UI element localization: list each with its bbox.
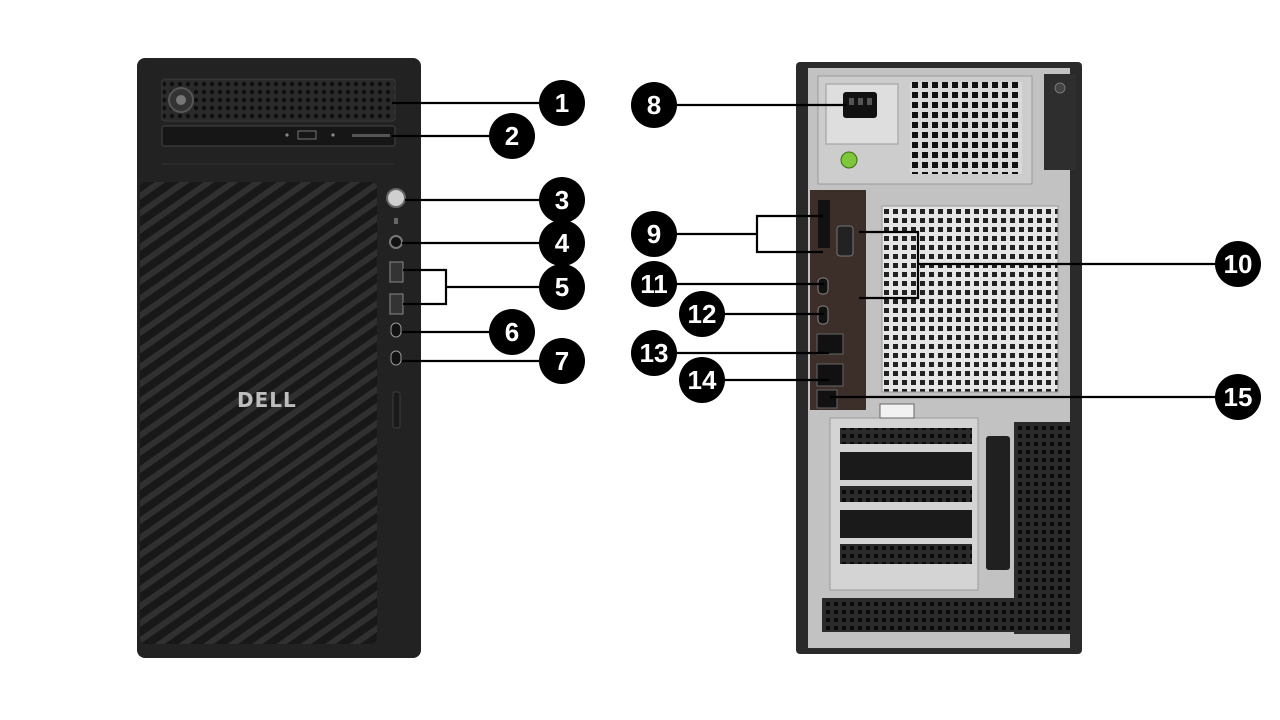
usb-c-port-icon [817,277,829,295]
displayport-icon [818,200,830,248]
front-grille [140,182,377,644]
callout-14: 14 [679,357,725,403]
svg-text:7: 7 [555,346,569,376]
gpu-bracket [840,510,972,538]
svg-text:2: 2 [505,121,519,151]
usb-a-port-icon [389,261,404,283]
bottom-vent [822,598,1014,632]
gpu-bracket [840,452,972,480]
svg-text:6: 6 [505,317,519,347]
svg-text:1: 1 [555,88,569,118]
svg-text:13: 13 [640,338,669,368]
callout-10: 10 [1215,241,1261,287]
expansion-slots [829,417,979,591]
svg-text:4: 4 [555,228,570,258]
callout-9: 9 [631,211,677,257]
callout-1: 1 [539,80,585,126]
psu-fan-vent [910,82,1022,174]
dell-logo: DELL [237,388,297,412]
tower-rear-view [796,62,1082,654]
svg-text:14: 14 [688,365,717,395]
callout-5: 5 [539,264,585,310]
callout-7: 7 [539,338,585,384]
callout-3: 3 [539,177,585,223]
power-button-icon [386,188,406,208]
audio-jack-icon [389,235,403,249]
tower-front-view: DELL [137,58,421,658]
security-slot-icon [879,403,915,419]
card-retention-latch [986,436,1010,570]
callout-12: 12 [679,291,725,337]
callout-13: 13 [631,330,677,376]
ethernet-port-icon [816,389,838,409]
callout-8: 8 [631,82,677,128]
svg-text:5: 5 [555,272,569,302]
callout-11: 11 [631,261,677,307]
svg-text:10: 10 [1224,249,1253,279]
svg-text:11: 11 [640,269,668,299]
front-vent-bay [161,78,396,122]
leader-lines [392,101,1216,399]
callout-15: 15 [1215,374,1261,420]
psu-status-led-icon [840,151,858,169]
usb-c-port-icon [390,322,402,338]
drive-eject-button [297,130,317,140]
usb-a-port-icon [816,363,844,387]
card-reader-slot [392,391,401,429]
serial-port-icon [836,225,854,257]
usb-a-port-icon [816,333,844,355]
usb-c-port-icon [390,350,402,366]
svg-text:3: 3 [555,185,569,215]
side-lower-vent [1014,422,1070,634]
svg-text:8: 8 [647,90,661,120]
usb-a-port-icon [389,293,404,315]
callout-4: 4 [539,220,585,266]
callout-2: 2 [489,113,535,159]
svg-text:15: 15 [1224,382,1253,412]
svg-text:12: 12 [688,299,717,329]
callout-6: 6 [489,309,535,355]
svg-text:9: 9 [647,219,661,249]
